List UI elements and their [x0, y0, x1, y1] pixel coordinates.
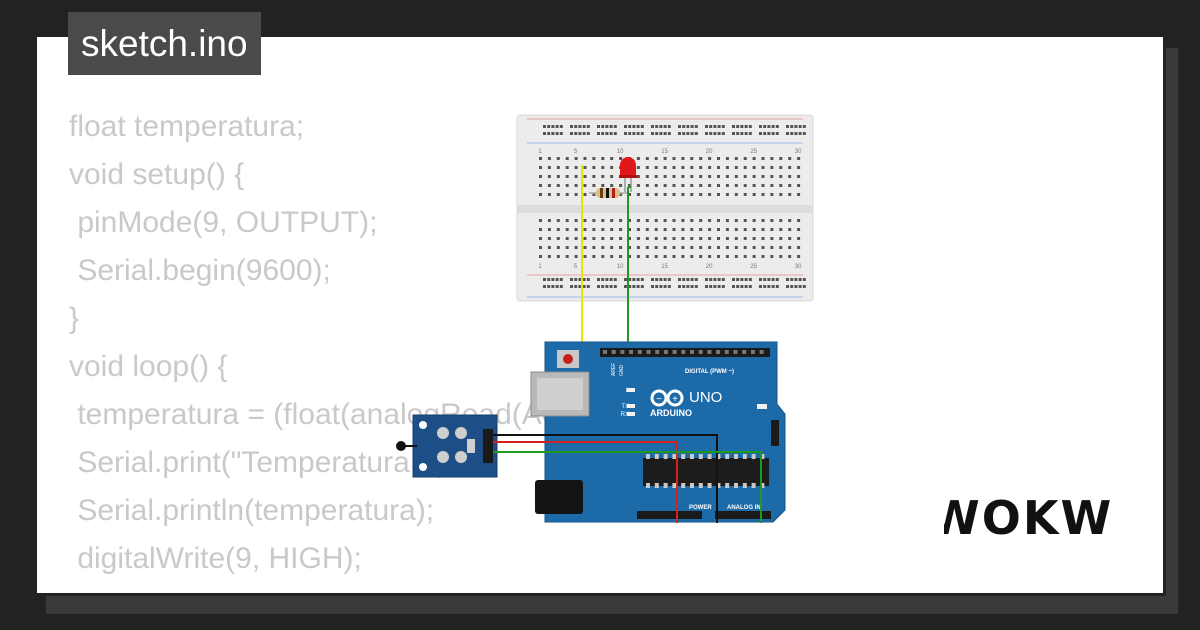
breadboard-number: 15	[661, 149, 668, 155]
breadboard-number: 10	[617, 149, 624, 155]
project-card: float temperatura; void setup() { pinMode…	[34, 34, 1166, 596]
resistor	[589, 188, 629, 198]
breadboard-number: 20	[706, 264, 713, 270]
code-line: void loop() {	[69, 350, 228, 383]
on-label: ON	[780, 399, 789, 405]
arduino-uno: − + UNO ARDUINO DIGITAL (PWM ~) ON L TX …	[530, 341, 789, 523]
analog-label: ANALOG IN	[727, 505, 761, 511]
gnd-label: GND	[619, 365, 625, 377]
wokwi-logo-text: WOKWi	[944, 491, 1116, 544]
svg-text:−: −	[656, 394, 662, 405]
breadboard-number: 20	[706, 149, 713, 155]
breadboard-number: 1	[538, 264, 542, 270]
code-line: delay(100);	[69, 583, 767, 593]
code-line: Serial.println(temperatura);	[69, 494, 435, 527]
temperature-sensor	[396, 414, 498, 478]
l-label: L	[626, 388, 630, 394]
arduino-model: UNO	[689, 389, 722, 406]
code-line: digitalWrite(9, HIGH);	[69, 542, 362, 575]
breadboard-number: 30	[795, 264, 802, 270]
tx-label: TX	[621, 404, 629, 410]
power-label: POWER	[689, 505, 712, 511]
breadboard-number: 10	[617, 264, 624, 270]
breadboard-number: 5	[574, 264, 578, 270]
code-line: Serial.begin(9600);	[69, 254, 331, 287]
sensor-wires	[493, 434, 762, 523]
wokwi-logo: WOKWi	[944, 491, 1116, 544]
aref-label: AREF	[611, 363, 617, 376]
code-line: void setup() {	[69, 158, 245, 191]
code-line: pinMode(9, OUTPUT);	[69, 206, 378, 239]
file-tab[interactable]: sketch.ino	[68, 12, 261, 75]
led	[619, 157, 637, 192]
breadboard-number: 1	[538, 149, 542, 155]
breadboard-number: 15	[661, 264, 668, 270]
breadboard-number: 30	[795, 149, 802, 155]
rx-label: RX	[621, 412, 629, 418]
digital-label: DIGITAL (PWM ~)	[685, 369, 734, 375]
breadboard-number: 5	[574, 149, 578, 155]
code-line: float temperatura;	[69, 110, 305, 143]
breadboard-number: 25	[750, 149, 757, 155]
arduino-brand: ARDUINO	[650, 408, 692, 418]
code-line: }	[69, 302, 80, 335]
breadboard-number: 25	[750, 264, 757, 270]
code-preview: float temperatura; void setup() { pinMode…	[69, 103, 767, 593]
svg-text:+: +	[672, 394, 678, 405]
